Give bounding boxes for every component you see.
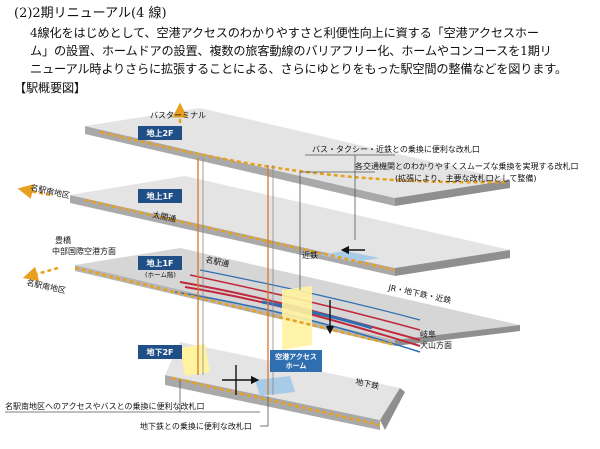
floor-1f-front [395, 250, 510, 276]
gate-column-center [282, 286, 312, 350]
route-2f [99, 130, 506, 184]
paragraph-line-2: ム」の設置、ホームドアの設置、複数の旅客動線のバリアフリー化、ホームやコンコース… [30, 44, 552, 58]
floor-2f-front [395, 180, 510, 206]
airport-home-label-1: 空港アクセス [275, 352, 317, 361]
tag-1f: 地上1F [146, 191, 173, 201]
callout-bus-taxi: バス・タクシー・近鉄との乗換に便利な改札口 [312, 144, 480, 154]
label-meieki-dori: 名駅通 [205, 254, 231, 269]
paragraph-line-1: 4線化をはじめとして、空港アクセスのわかりやすさと利便性向上に資する「空港アクセ… [30, 26, 539, 40]
label-kintetsu: 近鉄 [302, 250, 318, 260]
label-meieki-nan-mid: 名駅南地区 [26, 277, 67, 295]
route-meieki-nan-mid [22, 266, 59, 282]
floor-b2-front [380, 388, 405, 430]
label-taiko-dori: 太閤通 [152, 209, 178, 224]
airport-home-label-2: ホーム [286, 362, 307, 370]
label-meieki-nan-top: 名駅南地区 [30, 182, 71, 200]
callout-subway-transfer: 地下鉄との乗換に便利な改札口 [140, 421, 252, 431]
airport-access-platform-line [261, 300, 373, 330]
route-lines [17, 102, 506, 427]
callout-meieki-nan-access: 名駅南地区へのアクセスやバスとの乗換に便利な改札口 [5, 401, 205, 411]
flow-arrows [222, 245, 365, 395]
b2-gate-subway [255, 376, 295, 396]
b2-gate-left [180, 344, 210, 376]
tag-1f-bg [138, 189, 182, 203]
label-inuyama: 犬山方面 [420, 340, 452, 350]
tag-b2-bg [138, 345, 182, 359]
tag-2f-bg [138, 126, 182, 140]
figure-caption: 【駅概要図】 [14, 81, 86, 95]
airport-home-box [270, 350, 322, 372]
route-b2 [171, 376, 381, 427]
kintetsu-gate-area [320, 251, 380, 262]
route-meieki-nan-top [17, 184, 51, 199]
paragraph-line-3: ニューアル時よりさらに拡張することによる、さらにゆとりをもった駅空間の整備などを… [30, 62, 567, 76]
floor-1f-side [70, 195, 395, 276]
label-gifu: 岐阜 [420, 329, 436, 339]
tag-1f-home: 地上1F [146, 258, 173, 268]
label-subway: 地下鉄 [355, 376, 381, 391]
callout-lines [5, 154, 395, 427]
tag-b2: 地下2F [146, 347, 173, 357]
callout-transfer-line-2: (拡張により、主要な改札口として整備) [395, 173, 537, 183]
floor-b2 [165, 342, 405, 430]
platform-front [395, 325, 520, 346]
floor-b2-side [165, 375, 380, 430]
route-platform [74, 266, 396, 347]
tag-2f: 地上2F [146, 128, 173, 138]
label-bus-terminal: バスターミナル [150, 111, 206, 120]
tag-1f-home-bg [138, 256, 182, 270]
floor-2f-top [85, 108, 510, 198]
section-title: (2)2期リニューアル(4 線) [14, 6, 167, 21]
label-chubu-airport: 中部国際空港方面 [52, 246, 116, 256]
callout-transfer-line-1: 各交通機関とのわかりやすくスムーズな乗換を実現する改札口 [355, 161, 579, 171]
tag-1f-home-sub: (ホーム階) [145, 270, 176, 279]
route-1f [84, 198, 396, 272]
label-toyohashi: 豊橋 [55, 235, 71, 245]
